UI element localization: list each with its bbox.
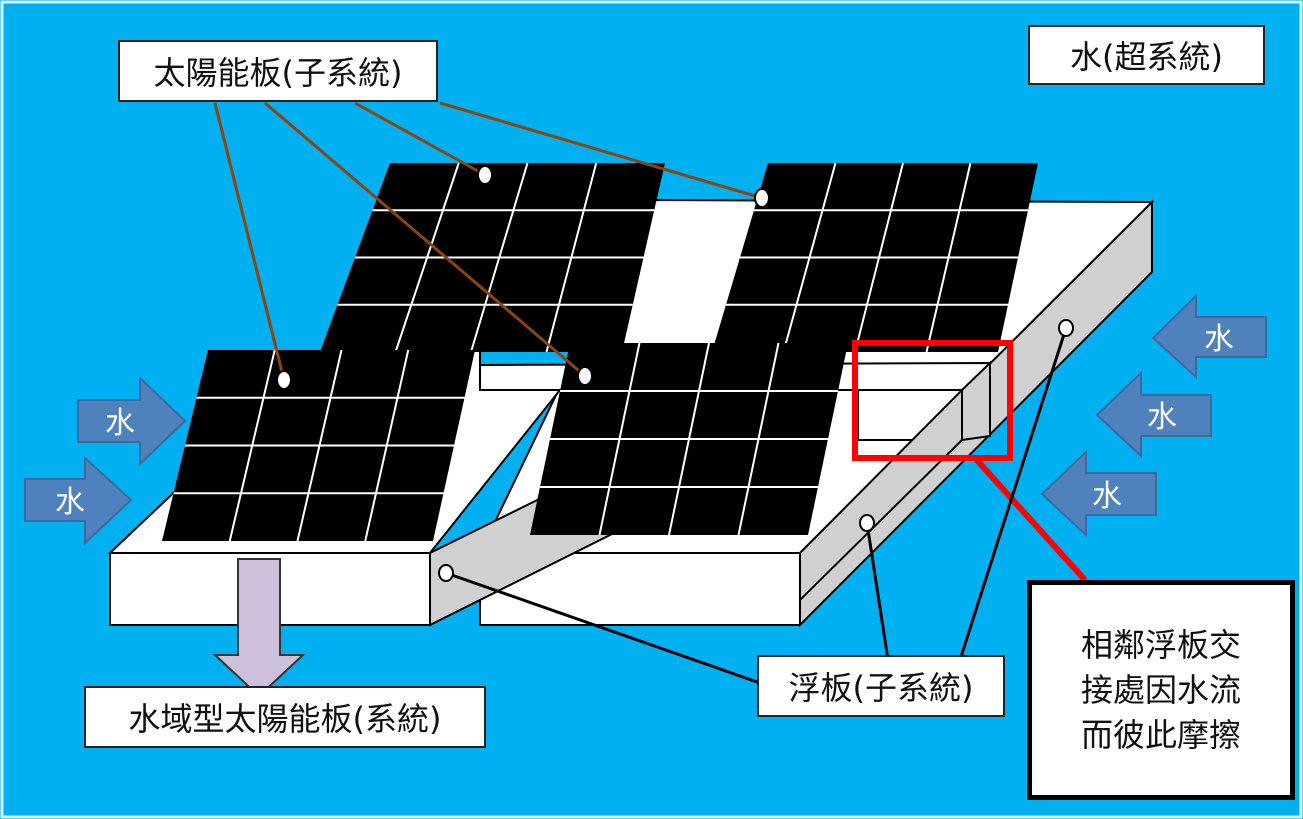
solar-panel-back-left — [320, 162, 665, 353]
friction-note-box: 相鄰浮板交 接處因水流 而彼此摩擦 — [1027, 580, 1295, 800]
friction-note-line-2: 接處因水流 — [1080, 670, 1241, 709]
water-arrow-label-3: 水 — [1204, 322, 1234, 357]
water-arrow-right-2 — [1095, 370, 1212, 459]
solar-panel-label-text: 太陽能板(子系統) — [153, 54, 403, 92]
water-arrow-left-1 — [77, 375, 187, 467]
floating-solar-system-label-text: 水域型太陽能板(系統) — [128, 700, 442, 738]
solar-panel-label: 太陽能板(子系統) — [118, 40, 438, 102]
float-board-label-text: 浮板(子系統) — [788, 669, 974, 707]
water-arrows — [24, 293, 1267, 546]
water-arrow-label-5: 水 — [1092, 479, 1122, 514]
floating-solar-system-label: 水域型太陽能板(系統) — [84, 686, 486, 748]
solar-panel-front-right-grid-col — [737, 342, 780, 536]
friction-highlight-box — [852, 340, 1013, 461]
solar-panel-back-left-grid-col — [545, 162, 598, 353]
water-arrow-label-2: 水 — [55, 485, 85, 520]
solar-panel-front-right — [530, 342, 848, 536]
friction-highlight-leader — [972, 455, 1088, 583]
solar-panels — [162, 162, 1038, 542]
solar-panel-front-left-grid-col — [364, 349, 410, 542]
friction-note-line-3: 而彼此摩擦 — [1080, 715, 1241, 754]
solar-panel-back-right — [712, 162, 1038, 353]
water-arrow-label-4: 水 — [1147, 400, 1177, 435]
water-arrow-label-1: 水 — [105, 406, 135, 441]
marker-dots — [276, 165, 1074, 582]
water-supersystem-label: 水(超系統) — [1028, 25, 1265, 85]
solar-panel-front-left — [162, 349, 475, 542]
solar-leader-lines — [213, 101, 763, 381]
water-arrow-labels: 水 水 水 水 水 — [55, 322, 1234, 520]
water-arrow-right-3 — [1040, 449, 1157, 538]
water-arrow-right-1 — [1151, 293, 1267, 380]
float-leader-lines — [445, 327, 1068, 685]
float-right-side-inner — [799, 387, 963, 603]
solar-panel-back-right-grid-col — [925, 162, 972, 353]
friction-note-line-1: 相鄰浮板交 — [1080, 625, 1241, 664]
water-supersystem-label-text: 水(超系統) — [1070, 38, 1223, 76]
system-down-arrow — [212, 558, 306, 698]
water-arrow-left-2 — [24, 455, 133, 546]
float-board-label: 浮板(子系統) — [757, 655, 1005, 717]
